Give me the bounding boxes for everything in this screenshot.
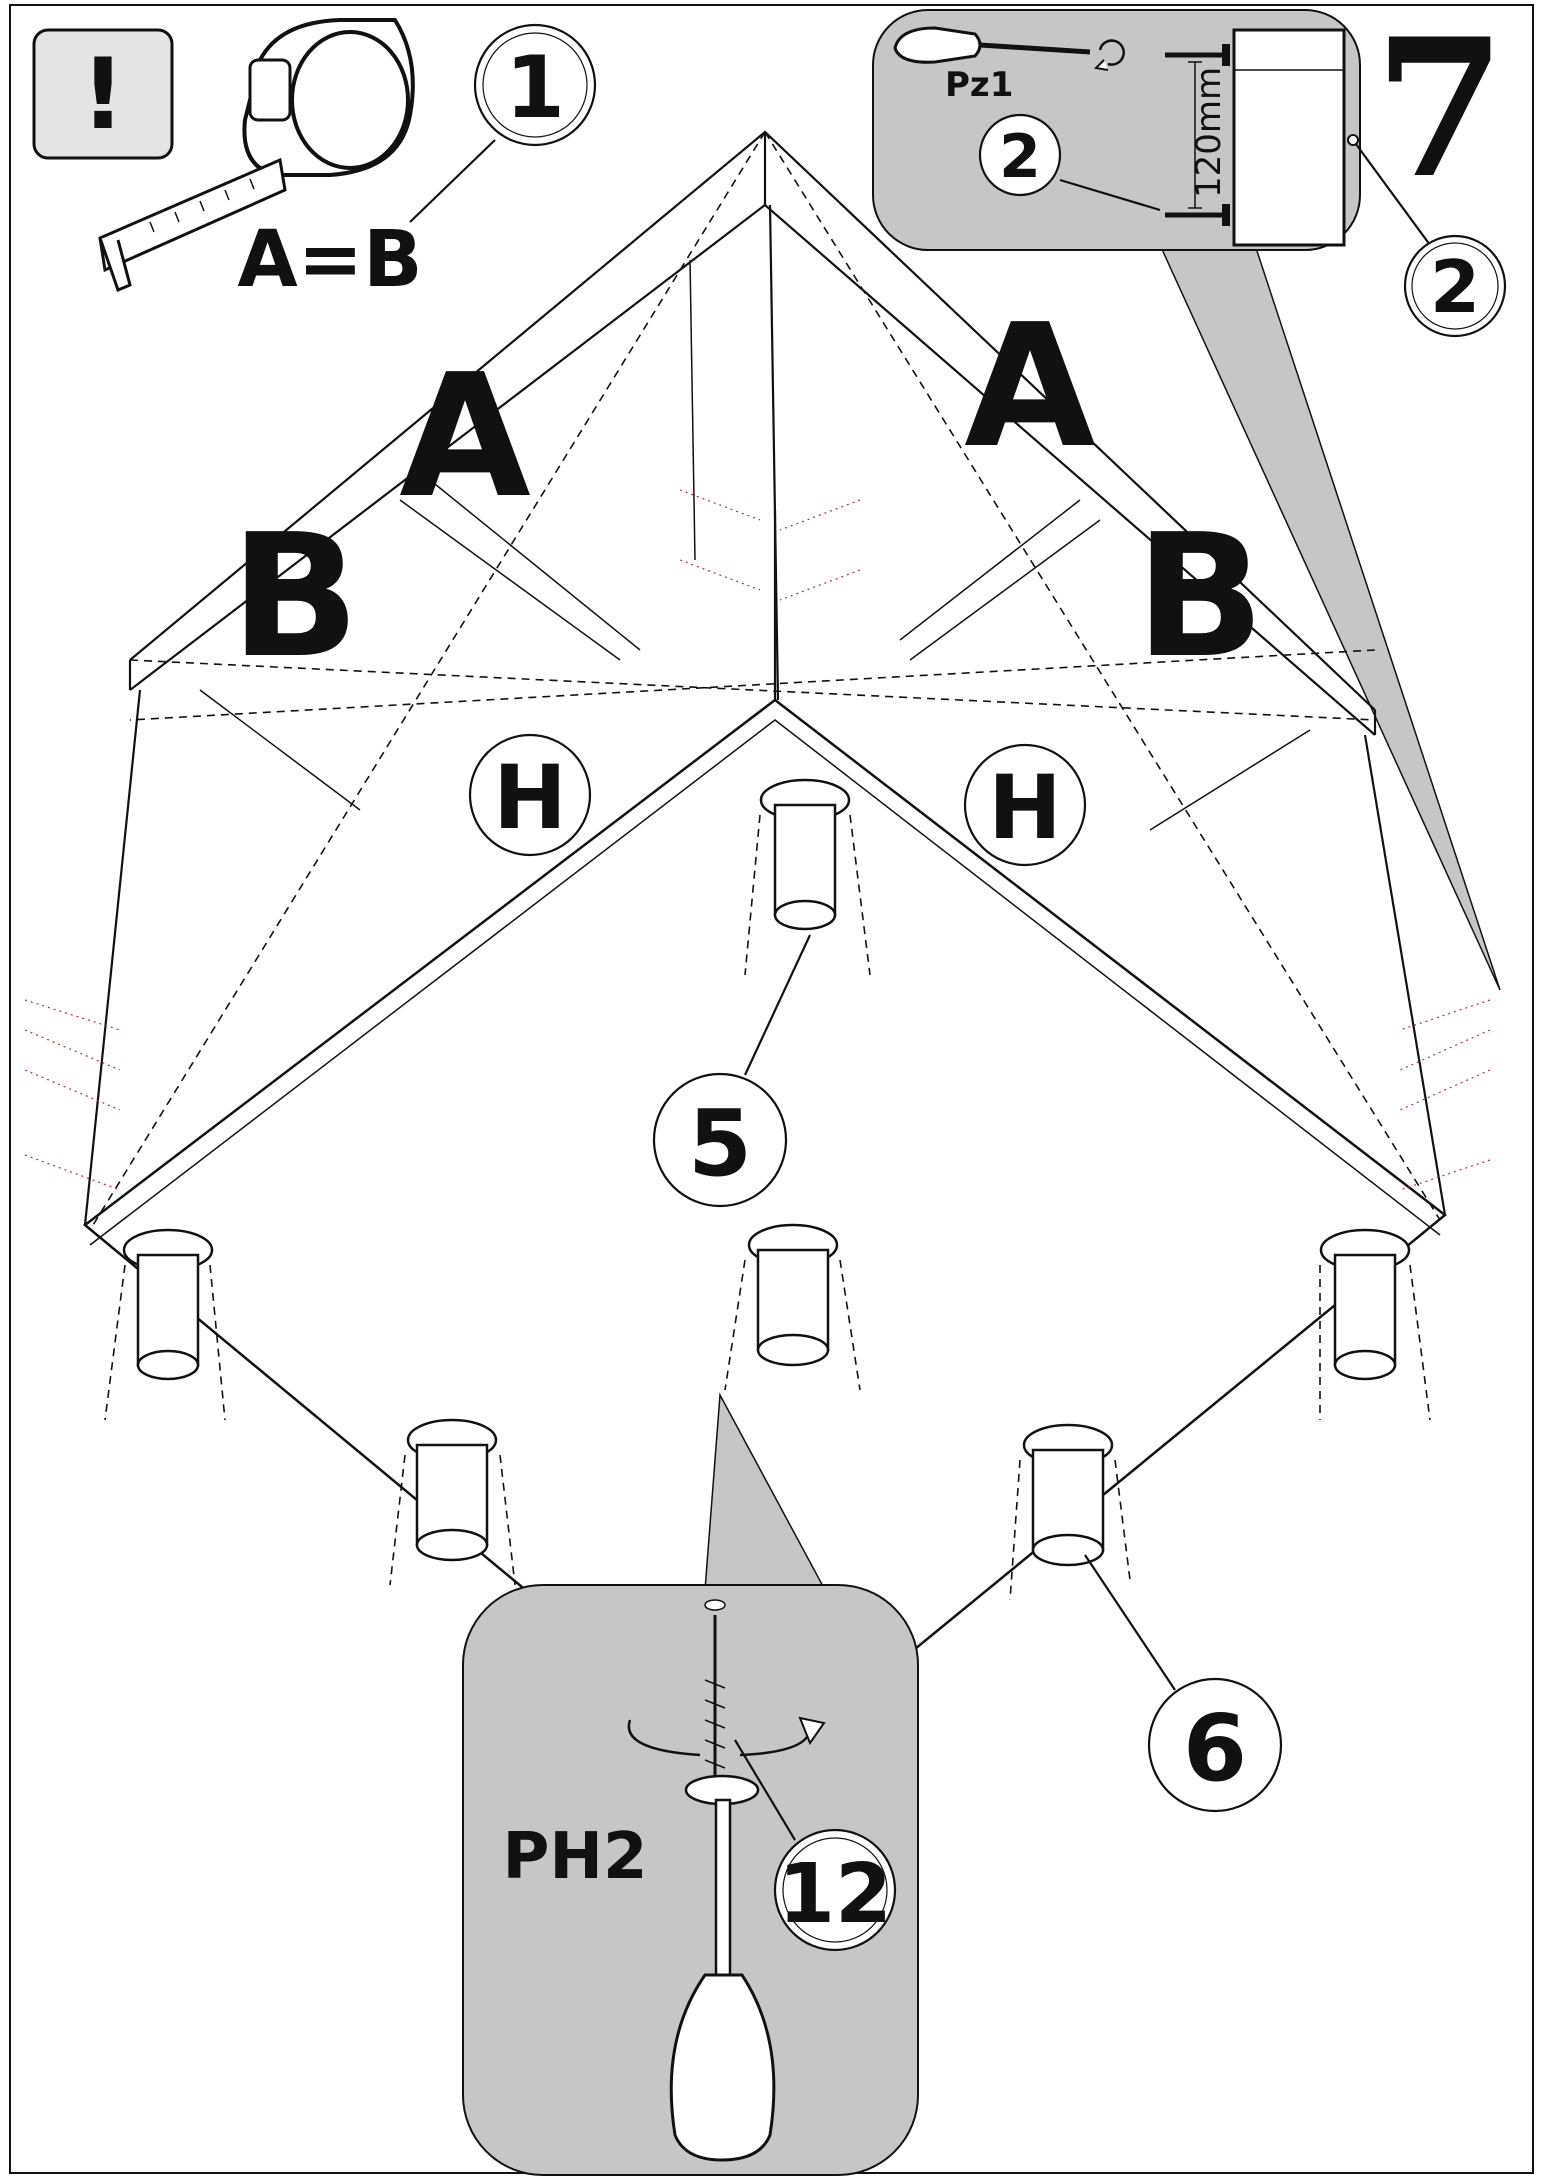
panel-b-right: B (1135, 498, 1265, 696)
svg-text:1: 1 (505, 38, 565, 138)
dimension-120mm: 120mm (1189, 67, 1229, 198)
panel-b-left: B (230, 498, 360, 696)
svg-text:6: 6 (1183, 1695, 1247, 1802)
svg-text:5: 5 (688, 1090, 752, 1197)
tape-measure-icon (98, 18, 415, 292)
panel-a-right: A (964, 288, 1096, 486)
warning-icon: ! (81, 38, 126, 152)
tool-ph2: PH2 (503, 1820, 648, 1894)
panel-h-left: H (468, 733, 592, 857)
svg-text:2: 2 (1430, 245, 1480, 329)
warning-box: ! (32, 28, 174, 160)
callout-1: 1 (409, 23, 597, 223)
measure-equation: A=B (237, 215, 422, 305)
bottom-detail-panel: PH2 12 (462, 1392, 919, 2176)
svg-text:H: H (988, 756, 1062, 859)
callout-12: 12 (778, 1847, 892, 1942)
step-number: 7 (1374, 0, 1506, 220)
screwdriver-icon (669, 1774, 776, 2162)
leg-adjustable-right (1319, 1228, 1431, 1421)
leg-round-center (724, 1223, 861, 1391)
callout-5: 5 (652, 934, 811, 1208)
tool-pz1: Pz1 (945, 65, 1013, 105)
svg-text:H: H (493, 746, 567, 849)
callout-2-outer: 2 (1403, 234, 1507, 338)
leg-adjustable-left (104, 1228, 226, 1421)
leg-round-right (1009, 1423, 1131, 1601)
leg-round-left (389, 1418, 516, 1586)
callout-6: 6 (1084, 1554, 1283, 1813)
top-detail-panel: 120mm Pz1 2 (872, 9, 1501, 991)
leg-adjustable-center (744, 778, 871, 976)
screwdriver-icon (893, 26, 1125, 71)
callout-2-inner: 2 (999, 122, 1041, 192)
panel-a-left: A (399, 338, 531, 536)
panel-h-right: H (963, 743, 1087, 867)
